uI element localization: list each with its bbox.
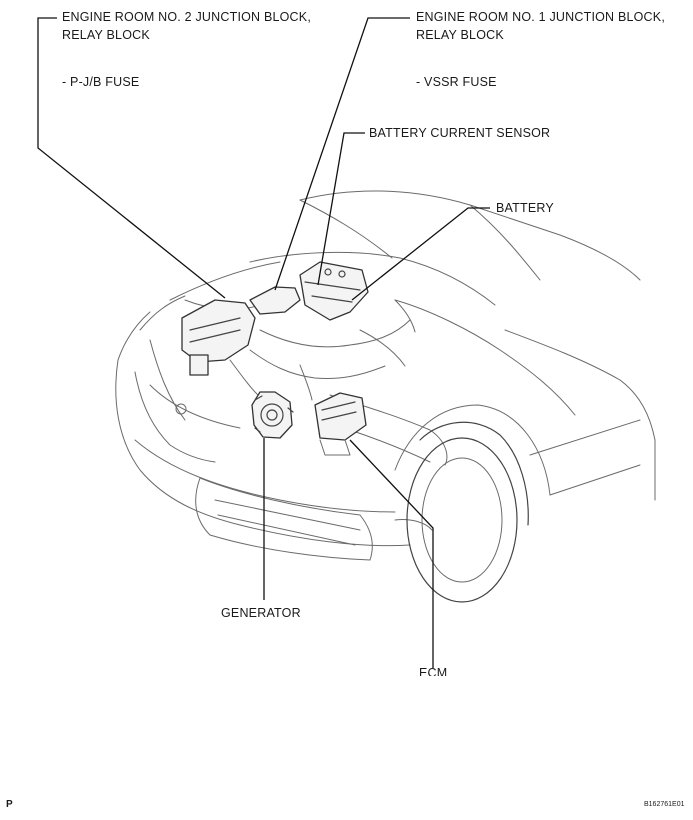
- jb2-label: ENGINE ROOM NO. 2 JUNCTION BLOCK, RELAY …: [62, 8, 311, 44]
- generator-label: GENERATOR: [221, 606, 301, 620]
- junction-block-1-icon: [249, 286, 301, 315]
- jb1-label: ENGINE ROOM NO. 1 JUNCTION BLOCK, RELAY …: [416, 8, 665, 44]
- jb1-label-line2: RELAY BLOCK: [416, 28, 504, 42]
- ecm-icon: [314, 392, 367, 456]
- battery-icon: [299, 261, 369, 321]
- jb2-fuse-label: - P-J/B FUSE: [62, 75, 140, 89]
- page-marker: P: [6, 799, 13, 810]
- junction-block-icon: [181, 299, 256, 376]
- battery-current-sensor-label: BATTERY CURRENT SENSOR: [369, 126, 551, 140]
- generator-icon: [251, 391, 294, 439]
- jb2-label-line1: ENGINE ROOM NO. 2 JUNCTION BLOCK,: [62, 10, 311, 24]
- ecm-label: ECM: [419, 666, 448, 676]
- leader-lines: [37, 17, 490, 668]
- figure-code: B162761E01: [644, 801, 685, 808]
- jb2-label-line2: RELAY BLOCK: [62, 28, 150, 42]
- battery-label: BATTERY: [496, 201, 554, 215]
- jb1-fuse-label: - VSSR FUSE: [416, 75, 497, 89]
- car-front-illustration: [115, 190, 656, 603]
- jb1-label-line1: ENGINE ROOM NO. 1 JUNCTION BLOCK,: [416, 10, 665, 24]
